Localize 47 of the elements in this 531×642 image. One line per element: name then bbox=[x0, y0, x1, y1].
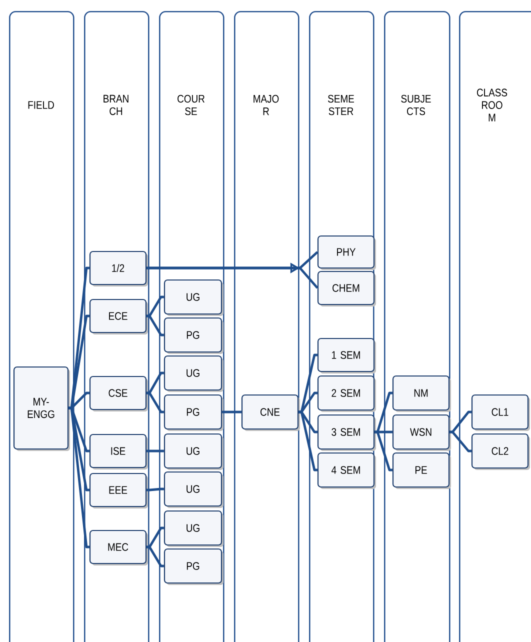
label-box: UG bbox=[164, 433, 224, 470]
connector bbox=[146, 296, 164, 318]
label-box: MEC bbox=[89, 530, 148, 566]
label-box: WSN bbox=[392, 414, 451, 451]
connector bbox=[450, 430, 472, 452]
label-box: EEE bbox=[89, 472, 148, 508]
connector bbox=[68, 406, 90, 548]
label-box: CSE bbox=[89, 376, 148, 412]
connector bbox=[146, 372, 164, 394]
label-box: 1 SEM bbox=[317, 338, 376, 374]
label-box: 2 SEM bbox=[317, 375, 376, 412]
connector bbox=[298, 392, 318, 414]
connector bbox=[146, 262, 318, 289]
connector bbox=[146, 392, 164, 414]
connector bbox=[146, 314, 164, 336]
label-box: ISE bbox=[89, 434, 148, 470]
label-box: ECE bbox=[89, 298, 148, 334]
connector bbox=[298, 410, 318, 472]
label-box: PG bbox=[164, 317, 224, 354]
connector bbox=[374, 430, 392, 472]
connector bbox=[68, 314, 90, 410]
label-box: 3 SEM bbox=[317, 414, 376, 451]
connector bbox=[222, 410, 242, 414]
connector bbox=[298, 354, 318, 414]
connector bbox=[146, 488, 164, 492]
label-box: PG bbox=[164, 548, 224, 585]
label-box: 4 SEM bbox=[317, 452, 376, 489]
connector bbox=[146, 526, 164, 548]
label-box: MY-ENGG bbox=[13, 366, 70, 451]
connector bbox=[146, 450, 164, 452]
label-box: UG bbox=[164, 279, 224, 316]
label-box: UG bbox=[164, 355, 224, 392]
connector bbox=[146, 546, 164, 568]
label-box: UG bbox=[164, 471, 224, 508]
label-box: 1/2 bbox=[89, 250, 148, 286]
label-box: UG bbox=[164, 510, 224, 547]
label-box: CL1 bbox=[471, 394, 530, 431]
label-box: CHEM bbox=[317, 270, 376, 306]
label-box: CNE bbox=[241, 394, 300, 431]
connector bbox=[450, 410, 472, 434]
label-box: PE bbox=[392, 452, 451, 489]
label-box: PHY bbox=[317, 235, 376, 270]
connector bbox=[374, 392, 392, 434]
connector bbox=[68, 392, 90, 410]
label-box: CL2 bbox=[471, 433, 530, 470]
label-box: NM bbox=[392, 375, 451, 412]
label-box: PG bbox=[164, 394, 224, 431]
